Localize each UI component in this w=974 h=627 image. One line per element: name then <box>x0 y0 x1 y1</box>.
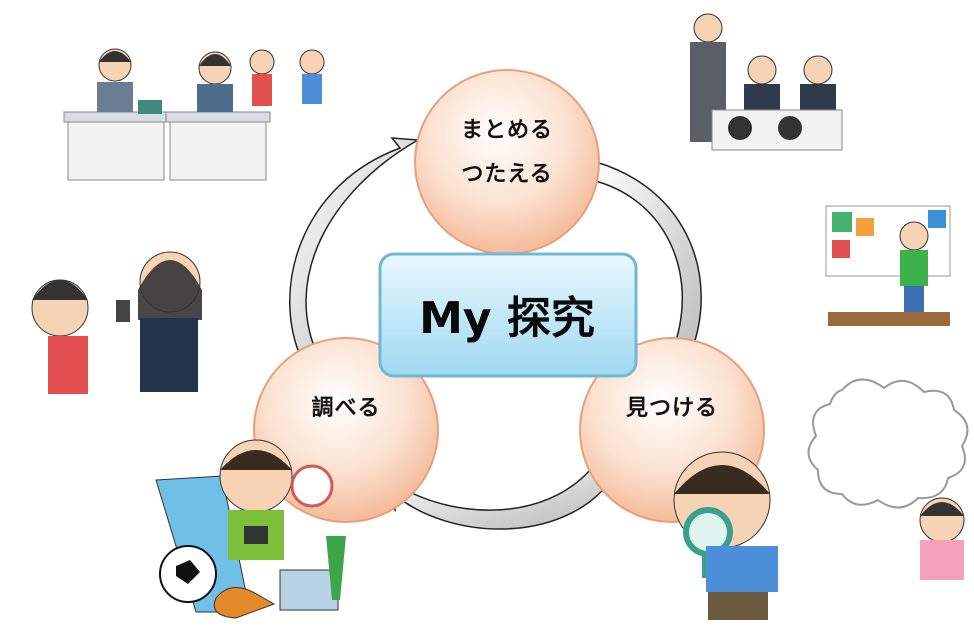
node-left-label: 調べる <box>311 396 381 421</box>
office-desk-people-illustration <box>63 48 325 181</box>
node-right-label: 見つける <box>625 396 718 421</box>
thinking-bubble-girl-illustration <box>807 378 969 580</box>
node-top-label-line2: つたえる <box>461 162 553 187</box>
center-title: My 探究 <box>419 293 595 344</box>
interview-reporter-illustration <box>31 251 202 394</box>
hobbies-kid-illustration <box>155 439 346 619</box>
center-box <box>378 252 638 378</box>
node-top-label-line1: まとめる <box>460 118 553 143</box>
presenter-whiteboard-illustration <box>825 205 951 326</box>
meeting-group-illustration <box>690 13 843 151</box>
magnifier-boy-illustration <box>673 451 778 620</box>
